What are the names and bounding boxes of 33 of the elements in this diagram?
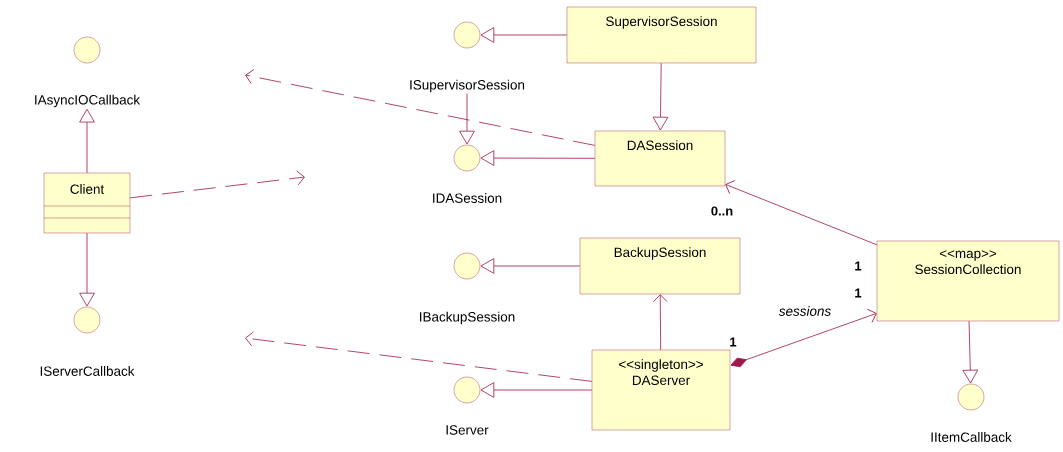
multiplicity-label: 1	[730, 337, 737, 347]
class-box: DASession	[594, 130, 726, 187]
arrow	[652, 294, 668, 351]
interface-label: ISupervisorSession	[410, 79, 525, 93]
arrow	[79, 232, 95, 307]
class-box: <<map>> SessionCollection	[876, 240, 1060, 322]
dashed-arrow	[245, 331, 593, 382]
arrow	[652, 62, 669, 131]
multiplicity-label: 0..n	[711, 206, 733, 216]
multiplicity-label: 1	[855, 261, 862, 271]
interface-label: IBackupSession	[420, 311, 515, 325]
edge-label: sessions	[777, 305, 833, 317]
arrow	[730, 308, 877, 368]
arrow	[480, 150, 596, 166]
arrow	[459, 93, 475, 145]
arrow	[480, 258, 581, 274]
arrow	[480, 382, 593, 398]
interface-label: IItemCallback	[931, 432, 1012, 442]
interface-label: IServer	[446, 425, 489, 435]
arrow	[962, 320, 979, 384]
class-box: Client	[43, 172, 131, 234]
class-box: SupervisorSession	[566, 6, 757, 64]
arrow	[480, 27, 568, 43]
dashed-arrow	[129, 170, 305, 199]
class-box: <<singleton>> DAServer	[591, 349, 731, 431]
arrow	[79, 108, 95, 174]
interface-label: IAsyncIOCallback	[35, 94, 141, 108]
dashed-arrow	[245, 69, 596, 146]
interface-label: IDASession	[433, 193, 502, 203]
interface-label: IServerCallback	[40, 366, 135, 376]
multiplicity-label: 1	[855, 288, 862, 298]
arrow	[725, 180, 878, 246]
class-box: BackupSession	[579, 237, 741, 295]
